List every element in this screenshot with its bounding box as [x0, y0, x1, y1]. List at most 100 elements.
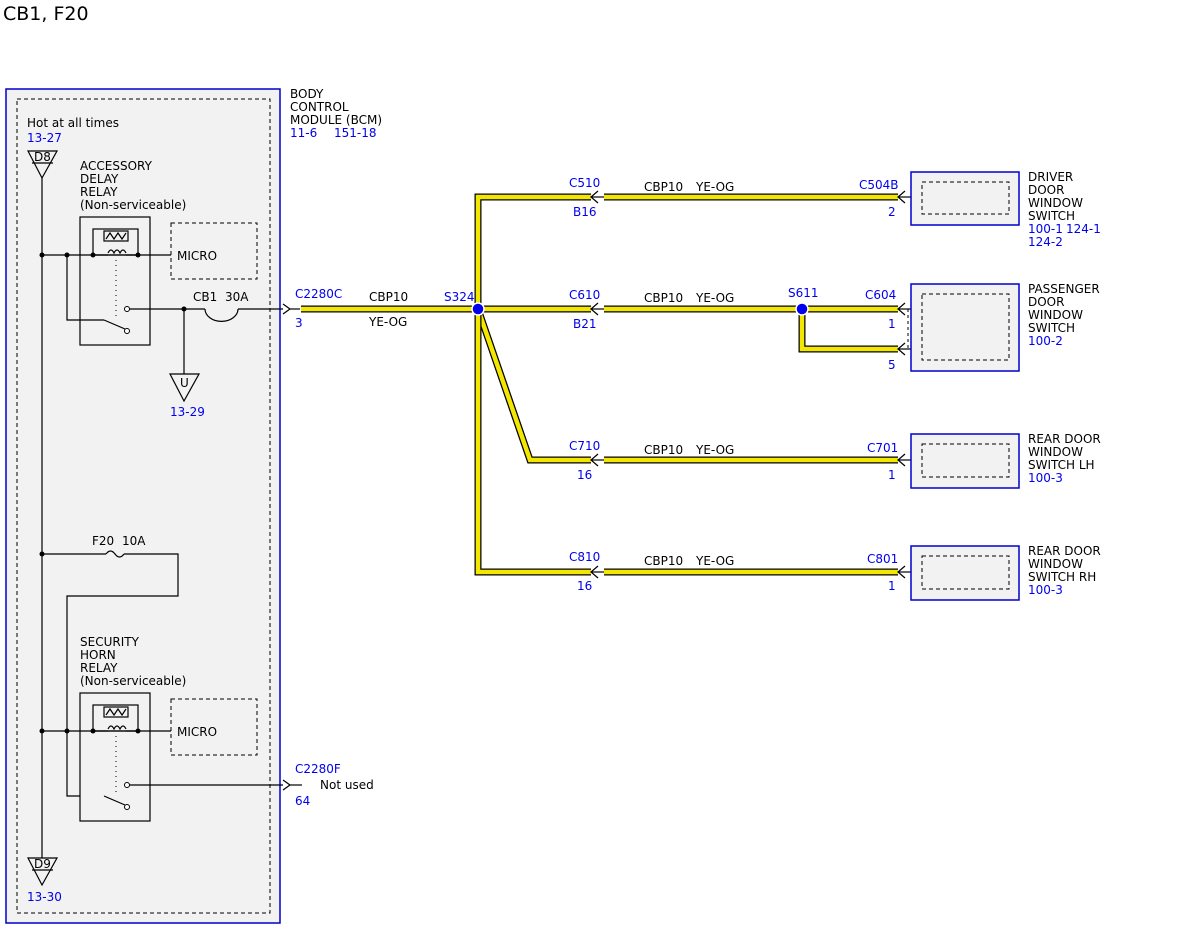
- splice-s611-icon[interactable]: [795, 302, 809, 316]
- connector-c2280f-label[interactable]: C2280F: [295, 762, 341, 776]
- branch-circuit-label: CBP10: [644, 554, 683, 568]
- end-connector-label[interactable]: C504B: [859, 178, 899, 192]
- hot-at-all-times-label: Hot at all times: [27, 116, 119, 130]
- end-connector-pin: 1: [888, 468, 896, 482]
- branch-circuit-label: CBP10: [644, 443, 683, 457]
- splice-s324-icon[interactable]: [471, 302, 485, 316]
- connector-c2280f-arrow-icon: [282, 779, 302, 791]
- bcm-ref-link[interactable]: 11-6: [290, 126, 317, 140]
- security-relay-label-2: HORN: [80, 648, 116, 662]
- bcm-ref-link[interactable]: 151-18: [334, 126, 377, 140]
- component-label: DOOR: [1028, 295, 1064, 309]
- fuse-output-wire: [66, 553, 179, 797]
- inline-connector-pin: 16: [577, 579, 592, 593]
- connector-c2280f-pin: 64: [295, 794, 310, 808]
- cb1-rating: 30A: [225, 290, 249, 304]
- connector-c2280c-pin: 3: [295, 316, 303, 330]
- pin-d9-label: D9: [34, 857, 51, 871]
- connector-c2280c-label[interactable]: C2280C: [295, 287, 342, 301]
- accessory-relay-label-4: (Non-serviceable): [80, 198, 186, 212]
- accessory-relay-micro-label: MICRO: [177, 249, 217, 263]
- end-connector-pin: 2: [888, 205, 896, 219]
- end-connector-label[interactable]: C701: [867, 441, 898, 455]
- junction-dot: [135, 252, 141, 258]
- inline-connector-arrow-icon: [590, 302, 604, 316]
- branch-color-label: YE-OG: [695, 180, 734, 194]
- junction-dot: [39, 728, 45, 734]
- component-label: SWITCH LH: [1028, 458, 1095, 472]
- component-ref-link[interactable]: 100-2: [1028, 334, 1063, 348]
- hot-ref-link[interactable]: 13-27: [27, 131, 62, 145]
- component-ref-link[interactable]: 100-3: [1028, 471, 1063, 485]
- branch-color-label: YE-OG: [695, 554, 734, 568]
- component-ref-link[interactable]: 100-1: [1028, 222, 1063, 236]
- end-connector-arrow-icon: [897, 190, 912, 204]
- component-label: PASSENGER: [1028, 282, 1100, 296]
- security-relay-label-4: (Non-serviceable): [80, 674, 186, 688]
- inline-connector-pin: B21: [573, 317, 597, 331]
- harness-wires[interactable]: [301, 193, 898, 576]
- component-label: WINDOW: [1028, 196, 1083, 210]
- inline-connector-label[interactable]: C710: [569, 439, 600, 453]
- pin-d8-triangle-icon: [27, 150, 59, 180]
- inline-connector-arrow-icon: [590, 453, 604, 467]
- circuit-breaker-cb1-icon[interactable]: [204, 308, 239, 322]
- connector-c2280c-arrow-icon: [282, 303, 300, 315]
- inline-connector-pin: B16: [573, 205, 597, 219]
- security-relay-micro-label: MICRO: [177, 725, 217, 739]
- wire-circuit-label: CBP10: [369, 290, 408, 304]
- component-label: WINDOW: [1028, 557, 1083, 571]
- relay-switch-feed: [66, 255, 104, 321]
- rear-door-window-switch-rh[interactable]: [910, 545, 1020, 601]
- branch-color-label: YE-OG: [695, 443, 734, 457]
- bcm-name-line3: MODULE (BCM): [290, 113, 382, 127]
- inline-connector-label[interactable]: C610: [569, 288, 600, 302]
- f20-label: F20: [92, 534, 114, 548]
- end-connector-arrow-icon: [897, 302, 912, 356]
- inline-connector-label[interactable]: C810: [569, 550, 600, 564]
- security-relay-label-3: RELAY: [80, 661, 118, 675]
- inline-connector-arrow-icon: [590, 565, 604, 579]
- bottom-ref-link[interactable]: 13-30: [27, 890, 62, 904]
- junction-dot: [64, 728, 70, 734]
- ground-u-label: U: [180, 376, 189, 390]
- component-label: DOOR: [1028, 183, 1064, 197]
- security-horn-relay[interactable]: [79, 692, 151, 822]
- accessory-relay-micro: [170, 222, 258, 280]
- inline-connector-label[interactable]: C510: [569, 176, 600, 190]
- branch-color-label: YE-OG: [695, 291, 734, 305]
- component-ref-link[interactable]: 124-1: [1066, 222, 1101, 236]
- branch-circuit-label: CBP10: [644, 291, 683, 305]
- ground-u-triangle-icon: [169, 373, 201, 403]
- ground-ref-link[interactable]: 13-29: [170, 405, 205, 419]
- splice-s324-label[interactable]: S324: [444, 290, 475, 304]
- driver-door-window-switch[interactable]: [910, 171, 1020, 226]
- passenger-door-window-switch[interactable]: [910, 283, 1020, 372]
- component-ref-link[interactable]: 100-3: [1028, 583, 1063, 597]
- component-label: SWITCH: [1028, 209, 1075, 223]
- accessory-delay-relay[interactable]: [79, 216, 151, 346]
- security-relay-label-1: SECURITY: [80, 635, 140, 649]
- component-label: SWITCH: [1028, 321, 1075, 335]
- pin-d9-triangle-icon: [27, 857, 59, 887]
- fuse-f20-icon[interactable]: [105, 550, 125, 558]
- junction-dot: [39, 252, 45, 258]
- page-title: CB1, F20: [3, 3, 89, 25]
- end-connector-pin: 1: [888, 317, 896, 331]
- component-ref-link[interactable]: 124-2: [1028, 235, 1063, 249]
- branch-circuit-label: CBP10: [644, 180, 683, 194]
- cb1-label: CB1: [193, 290, 217, 304]
- splice-s611-label[interactable]: S611: [788, 286, 819, 300]
- pin-d8-label: D8: [34, 150, 51, 164]
- end-connector-label[interactable]: C801: [867, 552, 898, 566]
- end-connector-pin: 5: [888, 358, 896, 372]
- end-connector-arrow-icon: [897, 453, 912, 467]
- accessory-relay-label-3: RELAY: [80, 185, 118, 199]
- end-connector-arrow-icon: [897, 565, 912, 579]
- bcm-name-line1: BODY: [290, 87, 324, 101]
- end-connector-label[interactable]: C604: [865, 288, 896, 302]
- rear-door-window-switch-lh[interactable]: [910, 433, 1020, 489]
- component-label: SWITCH RH: [1028, 570, 1096, 584]
- f20-rating: 10A: [122, 534, 146, 548]
